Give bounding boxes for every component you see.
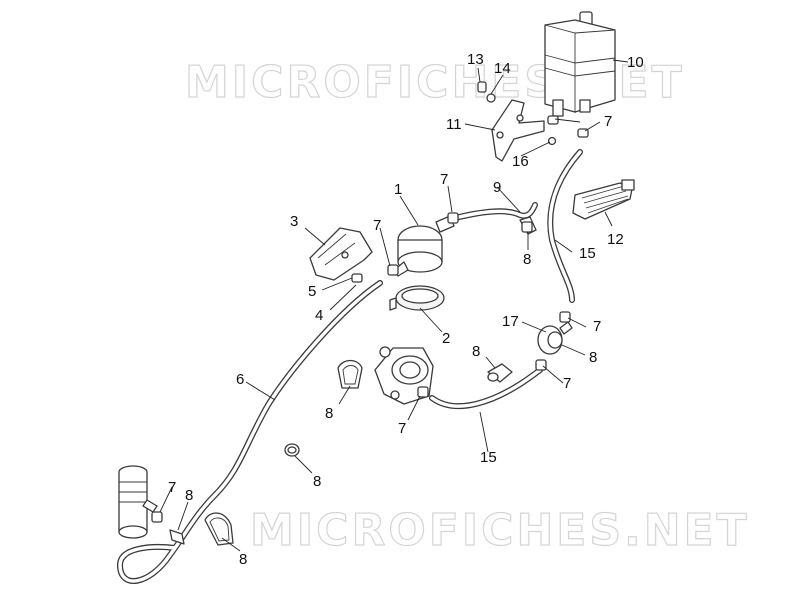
seal-8-oring (337, 359, 363, 389)
callout-2: 2 (442, 330, 450, 347)
grommet-8-filler (169, 529, 185, 545)
callout-9: 9 (493, 179, 501, 196)
clip-7-throttle (417, 386, 429, 398)
clip-7-valve (387, 212, 459, 276)
heat-shield-12 (572, 179, 635, 220)
callout-8-sleeve: 8 (472, 343, 480, 360)
clamp-2 (389, 285, 445, 311)
callout-7-filler: 7 (168, 479, 176, 496)
bracket-11 (491, 99, 545, 162)
callout-12: 12 (607, 231, 624, 248)
callout-8-hose9: 8 (523, 251, 531, 268)
nut-16 (547, 136, 557, 146)
callout-5: 5 (308, 283, 316, 300)
callout-11: 11 (446, 116, 462, 133)
charcoal-canister (544, 11, 616, 117)
hose-15-lower (429, 367, 543, 410)
callout-15-upper: 15 (579, 245, 596, 262)
callout-7-canister: 7 (604, 113, 612, 130)
nut-14 (486, 93, 496, 103)
callout-17: 17 (502, 313, 519, 330)
clip-7-top (547, 115, 589, 138)
callout-7-valve-side: 7 (373, 217, 381, 234)
valve-1 (393, 215, 455, 277)
callout-7-throttle: 7 (398, 420, 406, 437)
callout-4: 4 (315, 307, 323, 324)
hose-15-upper (547, 149, 583, 303)
seal-8-bottom (204, 512, 234, 546)
bolt-5 (351, 273, 363, 283)
callout-6: 6 (236, 371, 244, 388)
callout-labels: 1 2 3 4 5 6 7 7 7 7 7 7 7 8 8 8 8 8 8 8 … (168, 51, 644, 568)
valve-17 (535, 311, 573, 371)
callout-1: 1 (394, 181, 402, 198)
callout-8-oring: 8 (325, 405, 333, 422)
callout-7-valve17-bottom: 7 (563, 375, 571, 392)
bolt-13 (477, 81, 487, 93)
watermark-bottom: MICROFICHES.NET (250, 505, 750, 556)
hose-6 (117, 280, 383, 584)
callout-8-filler: 8 (185, 487, 193, 504)
callout-10: 10 (627, 54, 644, 71)
leader-lines (159, 59, 629, 552)
callout-8-valve17: 8 (589, 349, 597, 366)
sleeve-8-middle (487, 363, 513, 383)
callout-16: 16 (512, 153, 529, 170)
callout-14: 14 (494, 60, 511, 77)
callout-7-valve-top: 7 (440, 171, 448, 188)
callout-8-cap: 8 (313, 473, 321, 490)
fitting-8-right (521, 221, 533, 233)
callout-15-lower: 15 (480, 449, 497, 466)
cap-8-small (284, 443, 300, 457)
callout-8-bottom-seal: 8 (239, 551, 247, 568)
filler-neck (118, 465, 158, 539)
callout-7-valve17-top: 7 (593, 318, 601, 335)
callout-3: 3 (290, 213, 298, 230)
callout-13: 13 (467, 51, 484, 68)
clip-7-filler (151, 511, 163, 523)
bracket-3 (309, 227, 373, 281)
